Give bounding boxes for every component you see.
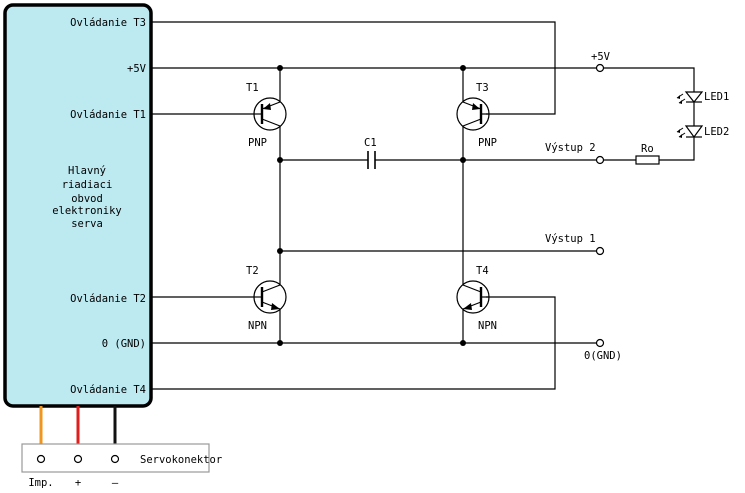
emitter-arrow-icon (463, 303, 472, 310)
wire-ctrl-t4 (151, 296, 556, 390)
controller-title-line: obvod (71, 193, 103, 205)
transistor-t1: T1 PNP (246, 82, 287, 149)
junction-dot (460, 340, 466, 346)
transistor-name: T3 (476, 82, 489, 94)
servo-pin (36, 454, 46, 464)
led1: LED1 (676, 91, 729, 104)
junction-dot (277, 340, 283, 346)
pin-label-ctrl-t1: Ovládanie T1 (70, 109, 146, 121)
resistor-label: Ro (641, 143, 654, 155)
led-icon (684, 91, 704, 103)
terminal-gnd (595, 338, 605, 348)
servo-connector-label: Servokonektor (140, 454, 222, 466)
transistor-t2: T2 NPN (246, 265, 287, 332)
pin-label-vcc: +5V (127, 63, 147, 75)
pin-label-ctrl-t4: Ovládanie T4 (70, 384, 146, 396)
servo-pin-label: – (112, 477, 119, 489)
junction-dot (277, 248, 283, 254)
led-icon (684, 125, 704, 139)
transistor-name: T2 (246, 265, 259, 277)
junctions (277, 65, 466, 346)
transistor-t4: T4 NPN (456, 265, 497, 332)
junction-dot (460, 157, 466, 163)
servo-pin (110, 454, 120, 464)
transistor-t3: T3 PNP (456, 82, 497, 149)
controller-title: Hlavný riadiaci obvod elektroniky serva (52, 165, 122, 230)
pin-label-ctrl-t3: Ovládanie T3 (70, 17, 146, 29)
led-label: LED2 (704, 126, 729, 138)
capacitor-label: C1 (364, 137, 377, 149)
junction-dot (460, 65, 466, 71)
servo-pin-label: Imp. (28, 477, 53, 489)
junction-dot (277, 157, 283, 163)
led-label: LED1 (704, 91, 729, 103)
resistor-ro: Ro (635, 143, 660, 165)
terminal-vcc (595, 63, 605, 73)
transistor-type: PNP (248, 137, 267, 149)
servo-pin-label: + (75, 477, 81, 489)
transistor-name: T1 (246, 82, 259, 94)
output-label-2: Výstup 2 (545, 142, 596, 154)
output-label-gnd: 0(GND) (584, 350, 622, 362)
led2: LED2 (676, 125, 729, 140)
controller-title-line: elektroniky (52, 205, 122, 217)
output-label-vcc: +5V (591, 51, 611, 63)
terminals (595, 63, 605, 348)
emitter-arrow-icon (271, 303, 280, 310)
servo-connector: Servokonektor (21, 443, 222, 473)
wire-led-vcc (604, 67, 695, 92)
controller-title-line: riadiaci (62, 179, 113, 191)
wires (151, 21, 695, 390)
wire-output-2-led (604, 140, 695, 161)
output-label-1: Výstup 1 (545, 233, 596, 245)
servo-pin (73, 454, 83, 464)
transistor-type: NPN (478, 320, 497, 332)
emitter-arrow-icon (472, 103, 480, 110)
controller-title-line: Hlavný (68, 165, 106, 177)
capacitor-c1: C1 (364, 137, 377, 169)
junction-dot (277, 65, 283, 71)
emitter-arrow-icon (263, 103, 271, 110)
controller-title-line: serva (71, 218, 103, 230)
pin-label-gnd: 0 (GND) (102, 338, 146, 350)
terminal-output-2 (595, 155, 605, 165)
transistor-name: T4 (476, 265, 489, 277)
transistor-type: NPN (248, 320, 267, 332)
terminal-output-1 (595, 246, 605, 256)
transistor-type: PNP (478, 137, 497, 149)
pin-label-ctrl-t2: Ovládanie T2 (70, 293, 146, 305)
